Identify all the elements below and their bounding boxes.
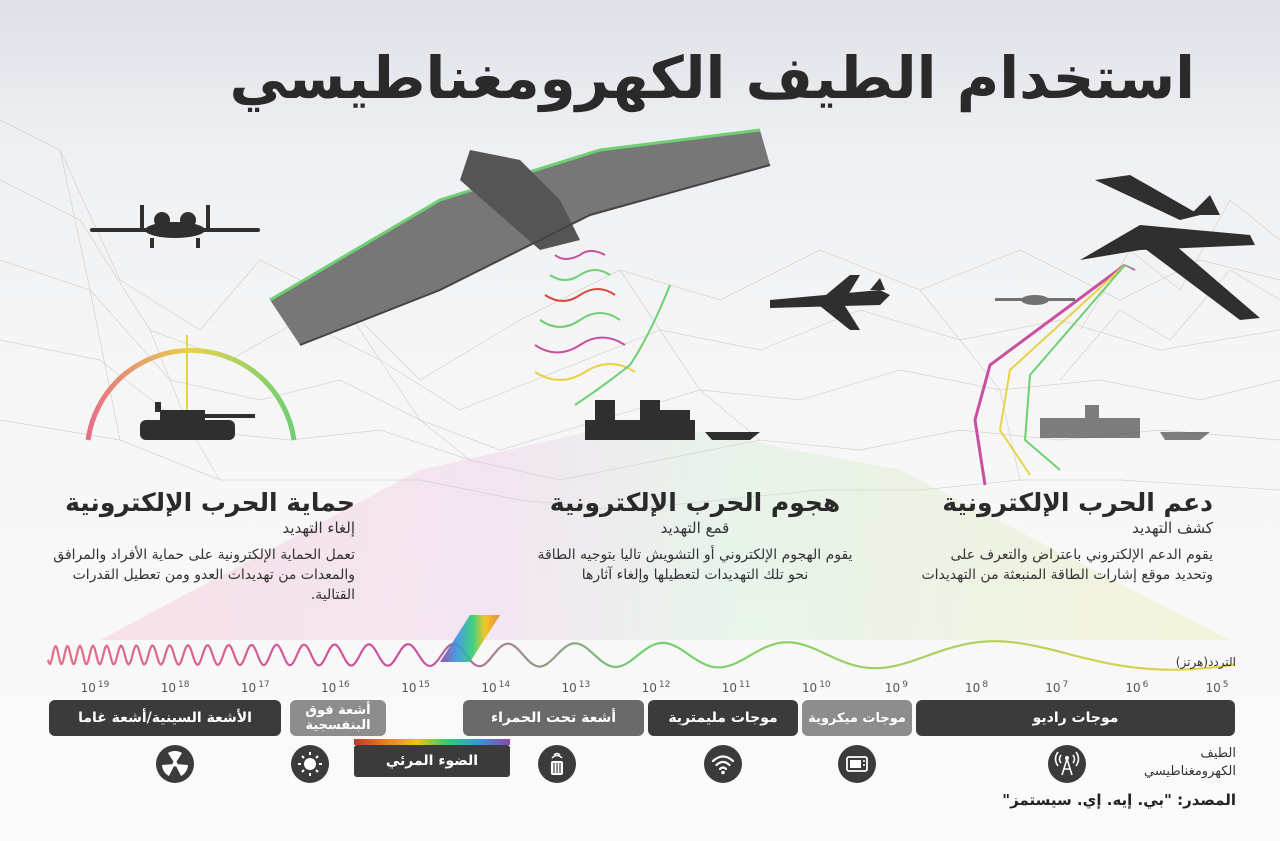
section-support: دعم الحرب الإلكترونية كشف التهديد يقوم ا… — [913, 488, 1213, 585]
tick-exponent: 13 — [578, 680, 591, 690]
tick-exponent: 8 — [982, 680, 989, 690]
detection-beams — [973, 263, 1136, 486]
attack-heading: هجوم الحرب الإلكترونية — [549, 488, 841, 517]
tick-exponent: 6 — [1142, 680, 1149, 690]
tick-base: 10 — [965, 681, 981, 695]
tick-base: 10 — [240, 681, 257, 695]
tick-exponent: 14 — [498, 680, 511, 690]
band-uv: أشعة فوق البنفسجية — [290, 700, 386, 736]
support-heading: دعم الحرب الإلكترونية — [942, 488, 1213, 517]
tick-exponent: 17 — [258, 680, 270, 690]
tick-base: 10 — [321, 681, 337, 695]
tick-base: 10 — [1205, 681, 1221, 695]
radio-tower-icon — [1048, 745, 1086, 783]
section-protection: حماية الحرب الإلكترونية إلغاء التهديد تع… — [25, 488, 355, 605]
drone — [269, 128, 771, 346]
attack-aircraft-small — [995, 295, 1075, 305]
tank — [140, 402, 255, 440]
ground-facility-right — [1040, 405, 1210, 440]
attack-subheading: قمع التهديد — [660, 519, 730, 537]
tick-exponent: 7 — [1062, 680, 1069, 690]
protection-heading: حماية الحرب الإلكترونية — [65, 488, 355, 517]
support-body: يقوم الدعم الإلكتروني باعتراض والتعرف عل… — [921, 547, 1213, 583]
sun-icon — [291, 745, 329, 783]
protection-body: تعمل الحماية الإلكترونية على حماية الأفر… — [53, 547, 355, 603]
tick-base: 10 — [481, 681, 497, 695]
support-subheading: كشف التهديد — [1132, 519, 1213, 537]
visible-light-prism — [440, 615, 500, 662]
fighter-jet-small — [770, 275, 890, 330]
tick-exponent: 15 — [418, 680, 430, 690]
ground-facility — [585, 400, 760, 440]
tick-exponent: 12 — [658, 680, 671, 690]
tick-base: 10 — [884, 681, 901, 695]
microwave-oven-icon — [838, 745, 876, 783]
section-attack: هجوم الحرب الإلكترونية قمع التهديد يقوم … — [530, 488, 860, 585]
band-gamma: الأشعة السينية/أشعة غاما — [49, 700, 281, 736]
tick-base: 10 — [80, 681, 96, 695]
tick-exponent: 19 — [97, 680, 110, 690]
spectrum-label: الطيف الكهرومغناطيسي — [1143, 746, 1236, 779]
band-microwave: موجات ميكروية — [802, 700, 912, 736]
tick-base: 10 — [401, 681, 417, 695]
tick-exponent: 5 — [1222, 680, 1229, 690]
band-radio: موجات راديو — [916, 700, 1235, 736]
tick-base: 10 — [1125, 681, 1141, 695]
wifi-icon — [704, 745, 742, 783]
heater-icon — [538, 745, 576, 783]
jamming-waves — [534, 250, 671, 406]
tick-exponent: 9 — [902, 680, 908, 690]
tick-base: 10 — [1045, 681, 1061, 695]
radiation-icon — [156, 745, 194, 783]
spectrum-wave — [46, 640, 1236, 671]
band-visible: الضوء المرئي — [354, 739, 510, 777]
tick-base: 10 — [641, 681, 657, 695]
tick-base: 10 — [721, 681, 738, 695]
band-infrared: أشعة تحت الحمراء — [463, 700, 644, 736]
tick-exponent: 11 — [739, 680, 751, 690]
attack-aircraft — [90, 205, 260, 248]
attack-body: يقوم الهجوم الإلكتروني أو التشويش تاليا … — [537, 547, 853, 583]
band-millimeter: موجات مليمترية — [648, 700, 798, 736]
protection-subheading: إلغاء التهديد — [282, 519, 355, 537]
source-credit: المصدر: "بي. إيه. إي. سيستمز" — [1002, 791, 1236, 809]
spectrum-glow — [100, 420, 1230, 640]
tick-base: 10 — [160, 681, 177, 695]
tick-base: 10 — [561, 681, 577, 695]
page-title: استخدام الطيف الكهرومغناطيسي — [229, 44, 1196, 112]
frequency-axis-label: التردد(هرتز) — [1175, 655, 1236, 669]
tick-exponent: 18 — [178, 680, 190, 690]
tick-base: 10 — [801, 681, 818, 695]
tick-exponent: 10 — [819, 680, 831, 690]
fighter-jet-large — [1080, 175, 1260, 320]
tick-exponent: 16 — [338, 680, 350, 690]
